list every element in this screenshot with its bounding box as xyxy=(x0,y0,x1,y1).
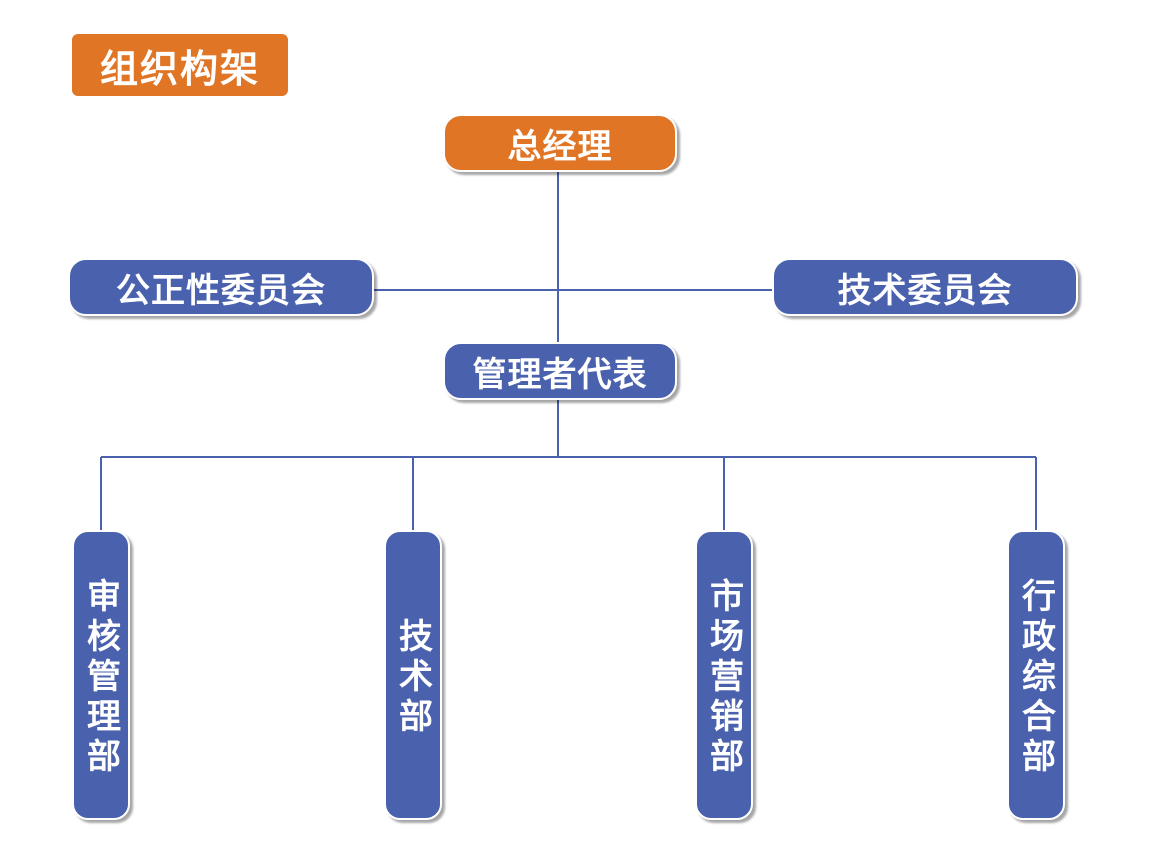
node-dept-marketing: 市场营销部 xyxy=(695,530,753,820)
node-management-representative: 管理者代表 xyxy=(443,342,677,400)
node-general-manager: 总经理 xyxy=(443,114,677,172)
node-technical-committee: 技术委员会 xyxy=(772,258,1078,316)
page-title: 组织构架 xyxy=(72,34,288,96)
node-impartiality-committee: 公正性委员会 xyxy=(68,258,374,316)
node-dept-technical: 技术部 xyxy=(384,530,442,820)
node-dept-audit: 审核管理部 xyxy=(72,530,130,820)
node-dept-admin: 行政综合部 xyxy=(1007,530,1065,820)
